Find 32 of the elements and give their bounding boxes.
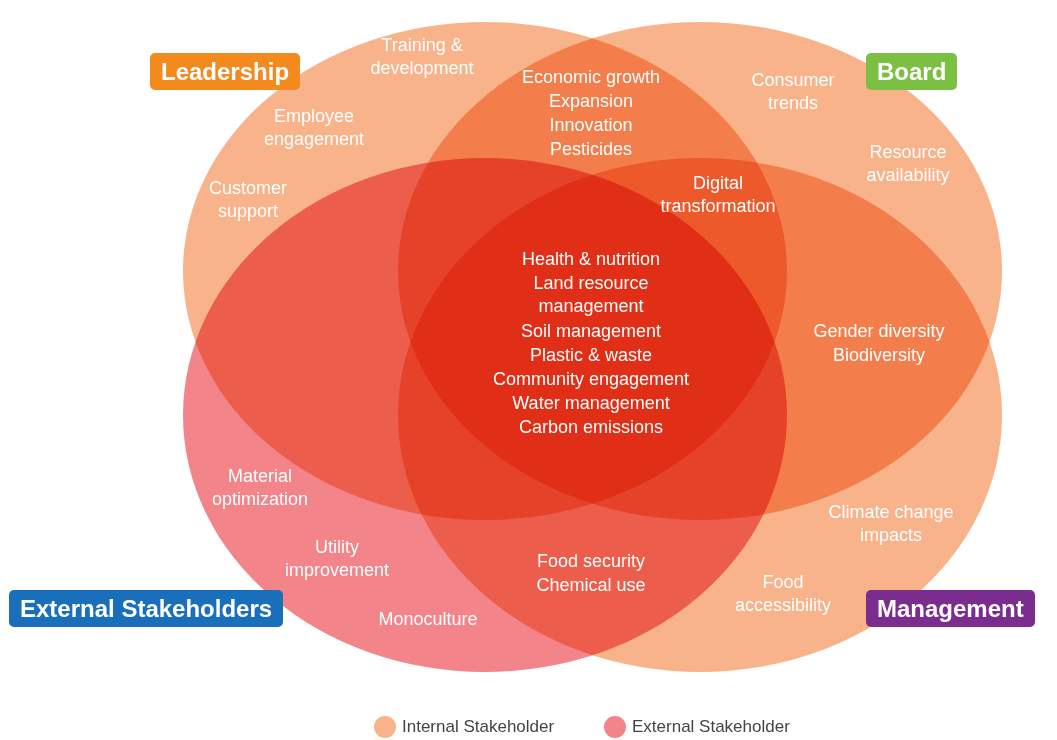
topic-label: Community engagement (492, 367, 690, 391)
topic-label: Expansion (548, 89, 634, 113)
topic-label: Soil management (520, 319, 662, 343)
topic-label: Carbon emissions (518, 415, 664, 439)
topic-label: Health & nutrition (521, 247, 661, 271)
topic-label: Innovation (549, 113, 633, 137)
topic-label: Food accessibility (734, 571, 832, 617)
topic-label: Biodiversity (833, 343, 925, 367)
group-badge: Board (866, 53, 958, 90)
topic-label: Food security (537, 549, 645, 573)
topic-label: Pesticides (550, 137, 632, 161)
group-badge: Leadership (150, 53, 301, 90)
topic-label: Material optimization (210, 465, 309, 511)
topic-label: Employee engagement (262, 105, 366, 151)
topic-label: Plastic & waste (530, 343, 652, 367)
topic-label: Digital transformation (659, 172, 777, 218)
topic-label: Training & development (369, 34, 475, 80)
legend-label: External Stakeholder (632, 717, 790, 737)
legend-label: Internal Stakeholder (402, 717, 555, 737)
topic-label: Customer support (208, 177, 288, 223)
topic-label: Water management (512, 391, 670, 415)
topic-label: Gender diversity (813, 319, 945, 343)
group-badge: Management (866, 590, 1035, 627)
group-badge: External Stakeholders (9, 590, 284, 627)
topic-label: Consumer trends (750, 69, 836, 115)
topic-label: Monoculture (378, 607, 478, 631)
topic-label: Resource availability (865, 141, 951, 187)
topic-label: Utility improvement (283, 536, 390, 582)
topic-label: Chemical use (536, 573, 646, 597)
topic-label: Land resource management (532, 272, 650, 318)
topic-label: Economic growth (521, 65, 661, 89)
topic-label: Climate change impacts (827, 501, 955, 547)
